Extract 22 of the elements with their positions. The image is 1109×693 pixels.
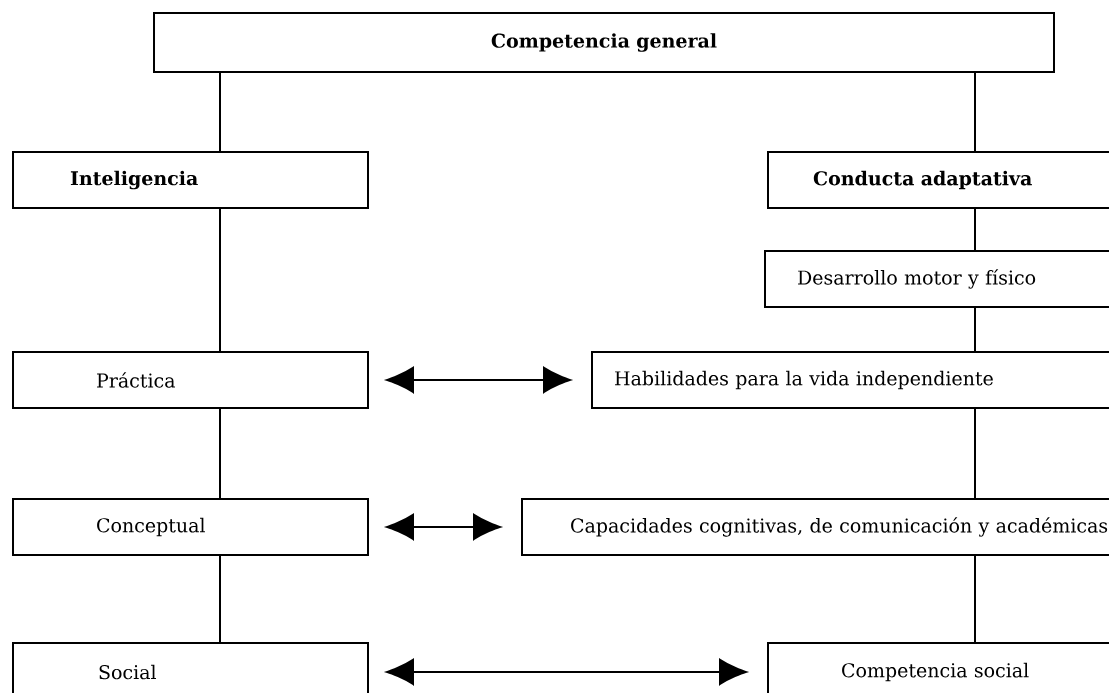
connector-line: [219, 208, 221, 352]
concept-box: Habilidades para la vida independiente: [591, 351, 1109, 409]
title-box: Competencia general: [153, 12, 1055, 73]
concept-box: Capacidades cognitivas, de comunicación y académicas: [521, 498, 1109, 556]
connector-line: [974, 555, 976, 643]
concept-box: Social: [12, 642, 369, 693]
connector-line: [974, 72, 976, 152]
concept-box: Desarrollo motor y físico: [764, 250, 1109, 308]
concept-box: Inteligencia: [12, 151, 369, 209]
double-arrow: [386, 366, 571, 394]
connector-line: [974, 208, 976, 251]
concept-box: Conducta adaptativa: [767, 151, 1109, 209]
connector-line: [974, 408, 976, 499]
concept-box: Conceptual: [12, 498, 369, 556]
double-arrow: [386, 513, 501, 541]
connector-line: [974, 307, 976, 352]
connector-line: [219, 408, 221, 499]
connector-line: [219, 72, 221, 152]
connector-line: [219, 555, 221, 643]
concept-box: Competencia social: [767, 642, 1109, 693]
concept-box: Práctica: [12, 351, 369, 409]
double-arrow: [386, 658, 747, 685]
